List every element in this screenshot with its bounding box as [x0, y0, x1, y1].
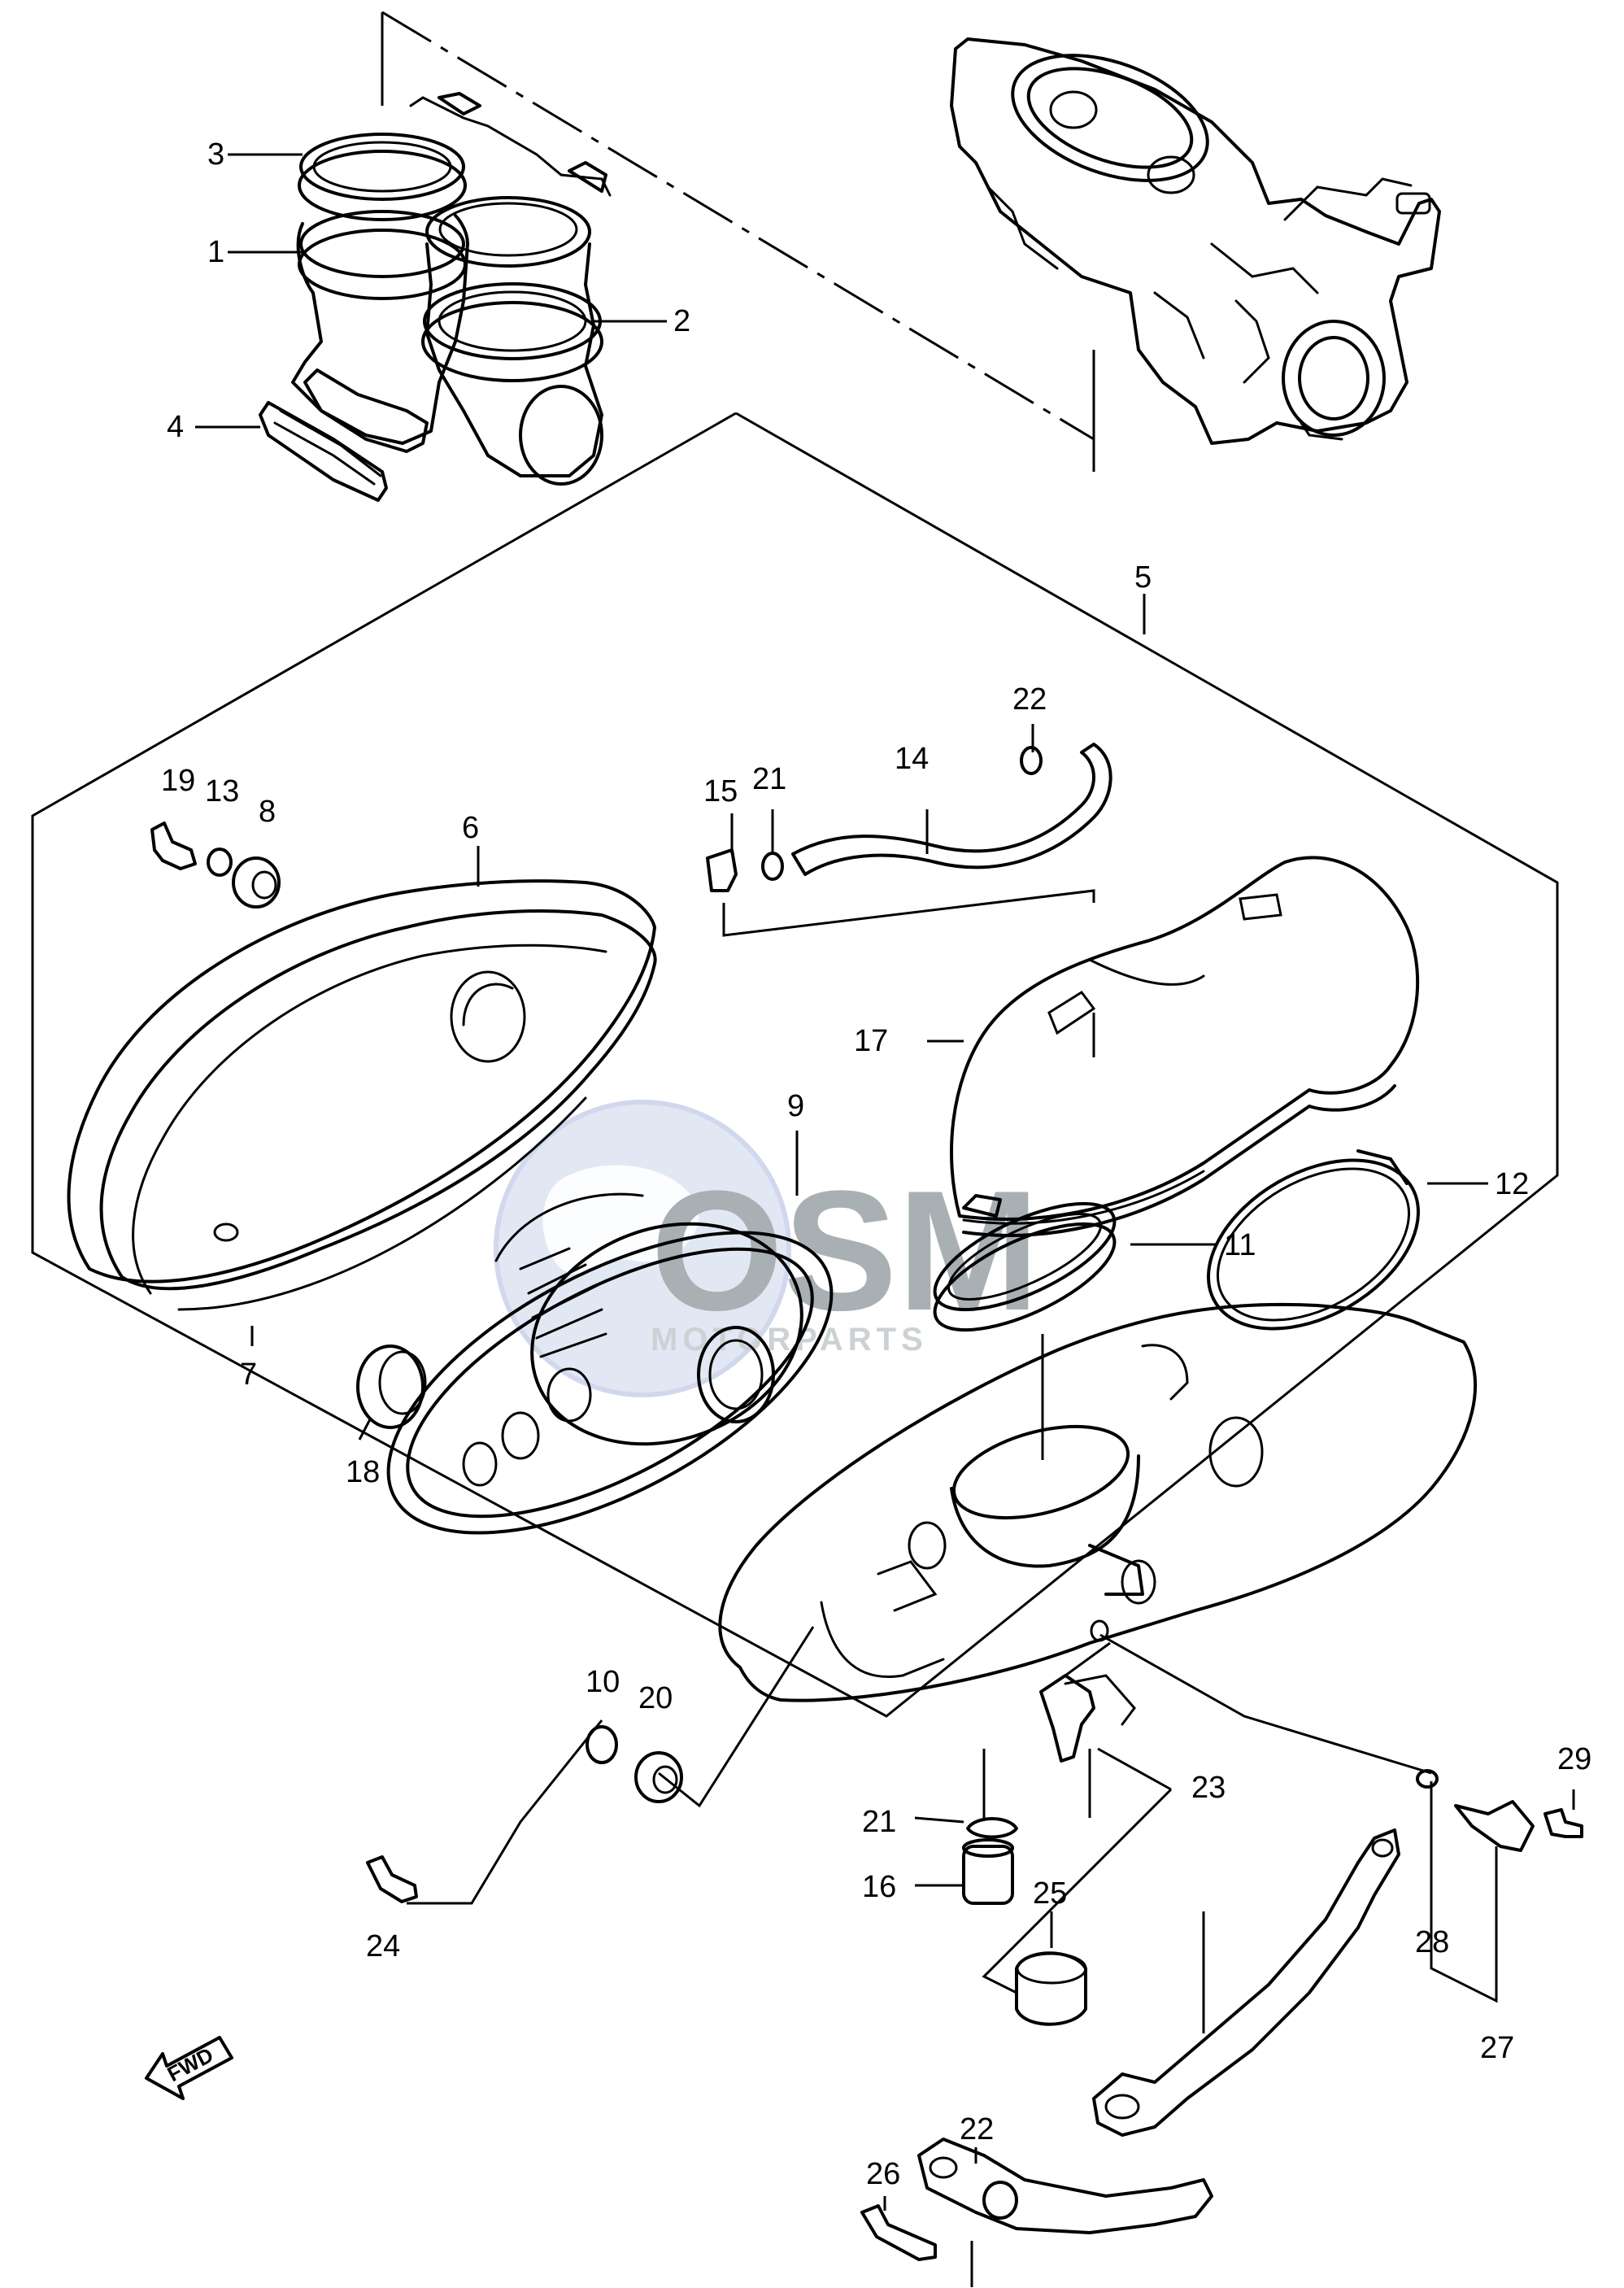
- air-cleaner-case: [718, 1302, 1478, 1726]
- callout-18: 18: [346, 1455, 380, 1489]
- part-6-cover: [67, 879, 656, 1283]
- callout-30: 29: [1557, 1742, 1591, 1776]
- part-12-clamp-ring: [1207, 1149, 1420, 1331]
- part-20-grommet: [634, 1751, 683, 1803]
- callout-24: 23: [1191, 1771, 1226, 1805]
- air-filter: [386, 1192, 834, 1535]
- part-21-clip-upper: [761, 852, 784, 881]
- callout-27: 26: [866, 2157, 900, 2191]
- leader-lines: [195, 153, 1575, 2287]
- callout-4: 4: [167, 410, 184, 444]
- part-11-seal: [933, 1194, 1117, 1332]
- callout-16: 16: [862, 1870, 896, 1904]
- callout-6: 6: [462, 811, 479, 845]
- part-28-screw-assembly: [1454, 1800, 1535, 1852]
- callout-26: 25: [1033, 1876, 1067, 1911]
- callout-5: 5: [1134, 560, 1152, 595]
- part-15-joint: [706, 848, 738, 892]
- part-27-bolt: [860, 2204, 937, 2261]
- callout-22: 22: [1012, 682, 1047, 717]
- part-1-intake-pipe: [291, 214, 469, 445]
- callout-11: 11: [1224, 1228, 1256, 1262]
- callout-15: 15: [703, 774, 738, 808]
- part-16-drain-cap: [962, 1845, 1014, 1905]
- callout-13: 13: [205, 774, 239, 808]
- fwd-direction-arrow-icon: FWD: [145, 2036, 233, 2100]
- callout-1: 1: [207, 235, 224, 269]
- part-22-clip: [1020, 746, 1043, 775]
- brackets: [860, 1828, 1400, 2261]
- part-13-washer: [207, 848, 233, 877]
- callout-9: 9: [787, 1089, 804, 1123]
- part-drain-plug: [1039, 1674, 1095, 1763]
- callout-17: 17: [854, 1024, 888, 1058]
- part-3-clamp: [299, 133, 465, 201]
- callout-20: 20: [638, 1681, 673, 1715]
- callout-14: 14: [895, 742, 929, 776]
- callout-28: 27: [1480, 2031, 1514, 2065]
- callout-23: 22: [960, 2112, 994, 2146]
- callout-8: 8: [259, 795, 276, 829]
- part-26-damper: [1015, 1951, 1087, 2026]
- assembly-frame: [31, 11, 1559, 1718]
- callout-2: 2: [673, 304, 690, 338]
- part-10-collar: [586, 1725, 618, 1764]
- callout-labels: 3 1 2 4 5 22 19 13 8 6 14 15 21 17 9 12 …: [161, 137, 1591, 2191]
- callout-21-upper: 21: [752, 762, 786, 796]
- callout-19: 19: [161, 764, 195, 798]
- callout-29: 28: [1415, 1925, 1449, 1959]
- callout-10: 10: [586, 1665, 620, 1699]
- air-cleaner-cover: [67, 879, 657, 1311]
- drain-assembly: [962, 1674, 1095, 1905]
- part-18-grommet: [356, 1344, 427, 1429]
- callout-21-lower: 21: [862, 1805, 896, 1839]
- part-4-band: [259, 401, 388, 502]
- part-23-bracket: [917, 2138, 1213, 2234]
- part-19-bolt: [150, 822, 197, 870]
- part-2-intake-pipe: [425, 242, 603, 477]
- part-21-clip-lower: [966, 1817, 1018, 1839]
- fasteners: [150, 822, 1583, 2026]
- part-24-bracket: [1092, 1828, 1400, 2137]
- carburetor-assembly: [950, 37, 1441, 445]
- part-30-screw: [1543, 1808, 1583, 1838]
- part-8-grommet: [232, 856, 281, 909]
- callout-12: 12: [1495, 1167, 1529, 1201]
- part-14-hose: [791, 743, 1112, 876]
- callout-7: 7: [240, 1358, 257, 1392]
- breather-hose: [706, 743, 1112, 937]
- callout-3: 3: [207, 137, 224, 172]
- callout-25: 24: [366, 1929, 400, 1963]
- intake-pipes: [259, 92, 612, 502]
- watermark-sub: MOTORPARTS: [651, 1322, 928, 1358]
- part-25-bolt: [366, 1855, 418, 1903]
